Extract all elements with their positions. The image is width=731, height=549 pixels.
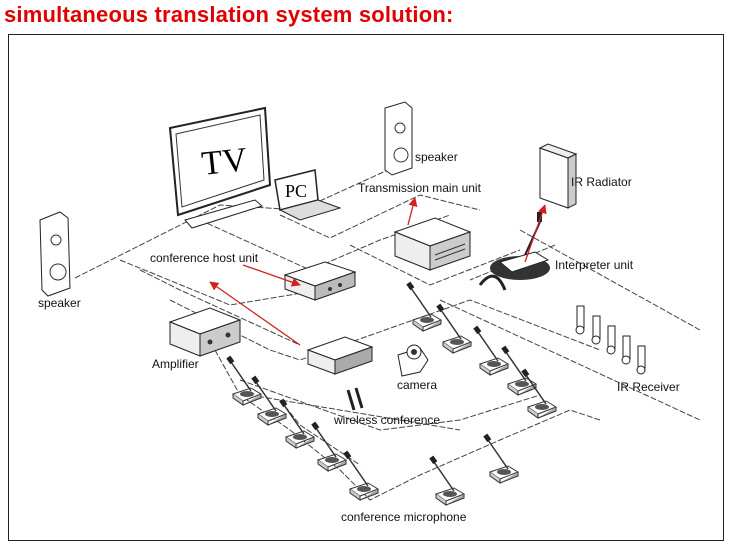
ir-receivers xyxy=(575,305,646,375)
pc-laptop: PC xyxy=(274,169,342,221)
signal-arrows xyxy=(209,197,547,346)
wireless-receiver xyxy=(306,336,374,375)
tv-label: TV xyxy=(200,141,249,183)
cable-lines xyxy=(74,159,701,501)
tv-display: TV xyxy=(168,106,272,229)
wireless-microphones xyxy=(346,387,364,411)
ir-receiver-label: IR Receiver xyxy=(617,380,680,394)
speaker-left xyxy=(39,211,71,297)
speaker-right-label: speaker xyxy=(415,150,458,164)
transmission-main-unit-label: Transmission main unit xyxy=(358,181,482,195)
conference-microphone-label: conference microphone xyxy=(341,510,467,524)
conference-host-unit-label: conference host unit xyxy=(150,251,259,265)
amplifier xyxy=(168,307,242,357)
conference-host-unit xyxy=(283,261,357,301)
interpreter-unit-label: Interpreter unit xyxy=(555,258,634,272)
page-title: simultaneous translation system solution… xyxy=(4,2,454,27)
speaker-right xyxy=(384,101,413,176)
wireless-conference-label: wireless conference xyxy=(333,413,440,427)
camera xyxy=(397,344,429,377)
speaker-left-label: speaker xyxy=(38,296,81,310)
diagram-frame xyxy=(8,34,724,541)
pc-label: PC xyxy=(285,181,307,201)
transmission-main-unit xyxy=(393,217,472,271)
ir-radiator-label: IR Radiator xyxy=(571,175,632,189)
amplifier-label: Amplifier xyxy=(152,357,199,371)
ir-radiator xyxy=(538,143,578,209)
conference-microphones-lower xyxy=(225,354,519,506)
camera-label: camera xyxy=(397,378,437,392)
